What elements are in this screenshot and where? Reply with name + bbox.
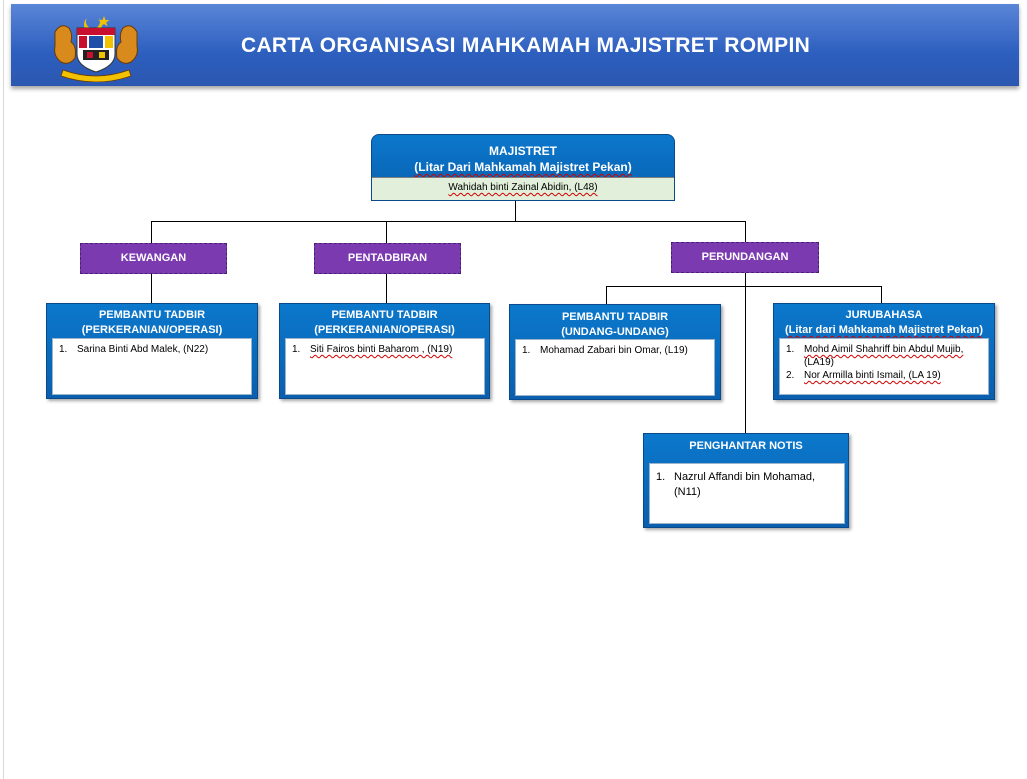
connector-line: [151, 273, 152, 304]
list-item-continuation: (LA19): [804, 357, 835, 368]
majistret-subtitle: (Litar Dari Mahkamah Majistret Pekan): [414, 160, 632, 174]
position-penghantar-notis: PENGHANTAR NOTIS 1. Nazrul Affandi bin M…: [643, 433, 849, 528]
connector-line: [881, 286, 882, 304]
position-subtitle: (PERKERANIAN/OPERASI): [314, 324, 455, 336]
dept-kewangan: KEWANGAN: [80, 243, 227, 274]
position-title: PEMBANTU TADBIR: [98, 309, 206, 321]
list-item: 2. Nor Armilla binti Ismail, (LA 19): [786, 370, 941, 381]
list-item: 1. Nazrul Affandi bin Mohamad,: [656, 471, 816, 483]
list-item-continuation: (N11): [674, 486, 701, 498]
connector-line: [151, 221, 152, 243]
staff-list: 1. Siti Fairos binti Baharom , (N19): [285, 338, 485, 395]
dept-pentadbiran: PENTADBIRAN: [314, 243, 461, 274]
position-pembantu-tadbir-undang: PEMBANTU TADBIR (UNDANG-UNDANG) 1. Moham…: [509, 304, 721, 400]
connector-line: [386, 273, 387, 304]
staff-list: 1. Sarina Binti Abd Malek, (N22): [52, 338, 252, 395]
staff-list: 1. Nazrul Affandi bin Mohamad, (N11): [649, 463, 845, 524]
malaysia-coat-of-arms-icon: [54, 16, 138, 82]
majistret-title: MAJISTRET: [488, 144, 557, 158]
position-title: PENGHANTAR NOTIS: [689, 440, 803, 452]
connector-line: [515, 201, 516, 222]
page-title: CARTA ORGANISASI MAHKAMAH MAJISTRET ROMP…: [241, 34, 811, 57]
connector-line: [386, 221, 387, 243]
position-title: PEMBANTU TADBIR: [561, 311, 669, 323]
position-title: PEMBANTU TADBIR: [331, 309, 438, 321]
majistret-name: Wahidah binti Zainal Abidin, (L48): [372, 177, 674, 200]
header-banner: CARTA ORGANISASI MAHKAMAH MAJISTRET ROMP…: [11, 4, 1019, 86]
position-pembantu-tadbir-kewangan: PEMBANTU TADBIR (PERKERANIAN/OPERASI) 1.…: [46, 303, 258, 399]
position-subtitle: (Litar dari Mahkamah Majistret Pekan): [784, 324, 984, 336]
connector-line: [606, 286, 882, 287]
connector-line: [151, 221, 746, 222]
connector-line: [745, 273, 746, 434]
position-title: JURUBAHASA: [845, 309, 923, 321]
staff-list: 1. Mohd Aimil Shahriff bin Abdul Mujib, …: [779, 338, 989, 395]
list-item: 1. Sarina Binti Abd Malek, (N22): [59, 344, 209, 355]
connector-line: [606, 286, 607, 305]
page-border: [3, 0, 4, 779]
list-item: 1. Mohamad Zabari bin Omar, (L19): [522, 345, 688, 356]
staff-list: 1. Mohamad Zabari bin Omar, (L19): [515, 339, 715, 396]
list-item: 1. Mohd Aimil Shahriff bin Abdul Mujib,: [786, 344, 964, 355]
position-subtitle: (UNDANG-UNDANG): [561, 326, 669, 338]
position-jurubahasa: JURUBAHASA (Litar dari Mahkamah Majistre…: [773, 303, 995, 400]
list-item: 1. Siti Fairos binti Baharom , (N19): [292, 344, 453, 355]
connector-line: [745, 221, 746, 243]
position-pembantu-tadbir-pentadbiran: PEMBANTU TADBIR (PERKERANIAN/OPERASI) 1.…: [279, 303, 490, 399]
dept-perundangan: PERUNDANGAN: [671, 242, 819, 273]
position-subtitle: (PERKERANIAN/OPERASI): [81, 324, 223, 336]
majistret-box: MAJISTRET (Litar Dari Mahkamah Majistret…: [371, 134, 675, 201]
